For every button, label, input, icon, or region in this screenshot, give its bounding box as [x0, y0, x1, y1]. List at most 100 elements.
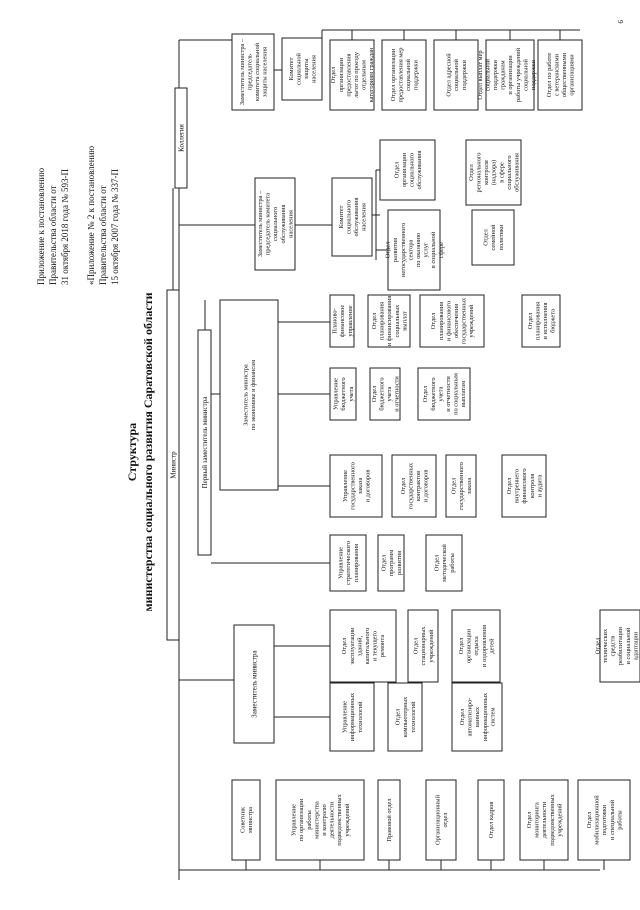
minister-box: Министр — [166, 289, 180, 641]
committee-protection-dept-box-text-line: поддержки — [530, 59, 537, 89]
committee-protection-dept-box-text-line: работы учреждений — [515, 47, 522, 102]
title-line-2: министерства социального развития Сарато… — [141, 292, 155, 611]
committee-protection-dept-box-text-line: социальной — [405, 58, 412, 90]
committee-protection-dept-box-text-line: социальной — [484, 58, 491, 90]
finplan-unit-box-text-line: планирования — [379, 302, 386, 340]
deputy-service-chair-box-text-line: председатель комитета — [265, 193, 272, 255]
budget-accounting-unit-box-text-line: бюджетного — [430, 377, 437, 410]
strategic-unit-box-text-line: работы — [449, 553, 456, 573]
service-dept-organization-box-text-line: обслуживания — [416, 150, 423, 189]
direct-unit-box-text-line: деятельности — [329, 801, 336, 838]
it-unit-box-text-line: Управление — [342, 701, 349, 733]
service-dept-organization-box-text-line: социального — [409, 153, 416, 187]
deputy-service-chair-box-text-line: населения — [287, 210, 294, 238]
procurement-unit-box-text-line: контроля — [529, 474, 536, 499]
finplan-unit-box-text-line: финансовое — [339, 305, 346, 338]
procurement-unit-box-frame — [391, 454, 437, 518]
finplan-unit-box-frame — [419, 294, 485, 348]
service-dept-regional-control-box-text-line: в сфере — [498, 162, 505, 183]
budget-accounting-unit-box-text-line: учета — [348, 386, 355, 401]
direct-unit-box-text-line: работы — [306, 810, 313, 830]
budget-accounting-unit-box-text-line: Отдел — [371, 385, 378, 402]
collegium-box: Коллегия — [174, 87, 188, 189]
finplan-unit-box-text-line: социальных — [394, 304, 401, 338]
direct-unit-box-frame — [477, 779, 505, 861]
committee-protection-dept-box-frame — [329, 39, 375, 111]
buildings-unit-box-text-line: и текущего — [372, 631, 379, 661]
deputy-committee-chair-box-frame — [231, 33, 275, 111]
buildings-unit-box-text-line: Отдел — [594, 637, 601, 654]
deputy-minister-box-text-line: Заместитель министра — [250, 649, 258, 717]
buildings-unit-box-text-line: Отдел — [458, 637, 465, 654]
committee-social-service-box-text-line: населения — [361, 203, 368, 231]
finplan-unit-box-text-line: и исполнения — [542, 302, 549, 339]
buildings-unit-box-text-line: и оздоровления — [481, 625, 488, 667]
service-dept-family-policy-box-text-line: Отдел — [483, 228, 490, 245]
committee-social-protection-box-text-line: защиты — [303, 58, 310, 79]
strategic-unit-box-text-line: планирования — [353, 544, 360, 582]
direct-unit-box-text-line: Советник — [239, 806, 246, 833]
deputy-committee-chair-box-text-line: комитета социальной — [254, 42, 261, 101]
buildings-unit-box-text-line: учреждений — [428, 629, 435, 663]
direct-unit-box-text-line: министра — [247, 807, 254, 833]
buildings-unit-box-text-line: стационарных — [420, 626, 427, 666]
deputy-economy-box-text-line: Заместитель министра — [242, 364, 249, 426]
it-unit-box-frame — [387, 682, 423, 752]
buildings-unit-box-frame — [329, 609, 397, 683]
deputy-service-chair-box-text-line: обслуживания — [280, 204, 287, 243]
header-line-1: Приложение к постановлению — [36, 168, 46, 285]
it-unit-box-text-line: систем — [489, 708, 496, 727]
procurement-unit-box-text-line: государственного — [349, 462, 356, 510]
buildings-unit-box-text-line: технических — [602, 628, 609, 663]
direct-unit-box-text-line: Отдел кадров — [488, 802, 495, 839]
finplan-unit-box-text-line: и финансирования — [386, 296, 393, 347]
direct-unit-box-frame — [231, 779, 261, 861]
header-line-4: «Приложение № 2 к постановлению — [86, 146, 96, 285]
header-line-2: Правительства области от — [48, 185, 58, 285]
budget-accounting-unit-box-text-line: и отчетности — [445, 376, 452, 412]
budget-accounting-unit-box-frame — [329, 367, 357, 421]
deputy-minister-box: Заместитель министра — [233, 624, 275, 744]
committee-protection-dept-box-frame — [537, 39, 583, 111]
buildings-unit-box-frame — [407, 609, 439, 683]
direct-unit-box-text-line: по организации — [298, 798, 305, 841]
strategic-unit-box-frame — [329, 534, 367, 592]
strategic-unit-box-text-line: программ — [388, 550, 395, 577]
buildings-unit-box-text-line: отдыха — [473, 636, 480, 655]
it-unit-box-text-line: технологий — [357, 701, 364, 733]
service-dept-regional-control-box-frame — [465, 139, 522, 206]
deputy-economy-box-frame — [219, 299, 279, 491]
procurement-unit-box-text-line: государственных — [407, 462, 414, 509]
committee-social-protection-box-text-line: социальной — [295, 52, 302, 84]
committee-protection-dept-box-text-line: категориям граждан — [368, 47, 375, 102]
procurement-unit-box-frame — [445, 454, 477, 518]
committee-protection-dept-box-text-line: поддержки — [413, 59, 420, 89]
committee-protection-dept-box-text-line: Отдел — [330, 66, 337, 83]
deputy-committee-chair-box-text-line: защиты населения — [262, 47, 269, 97]
direct-unit-box-text-line: отдел — [442, 812, 449, 828]
procurement-unit-box-text-line: заказа — [357, 478, 364, 495]
direct-unit-box-text-line: Отдел — [526, 811, 533, 828]
service-dept-regional-control-box-text-line: регионального — [476, 153, 483, 193]
buildings-unit-box-text-line: адаптации — [632, 631, 639, 660]
direct-unit-box-text-line: Организационный — [434, 794, 441, 845]
it-unit-box-text-line: технологий — [410, 701, 417, 733]
